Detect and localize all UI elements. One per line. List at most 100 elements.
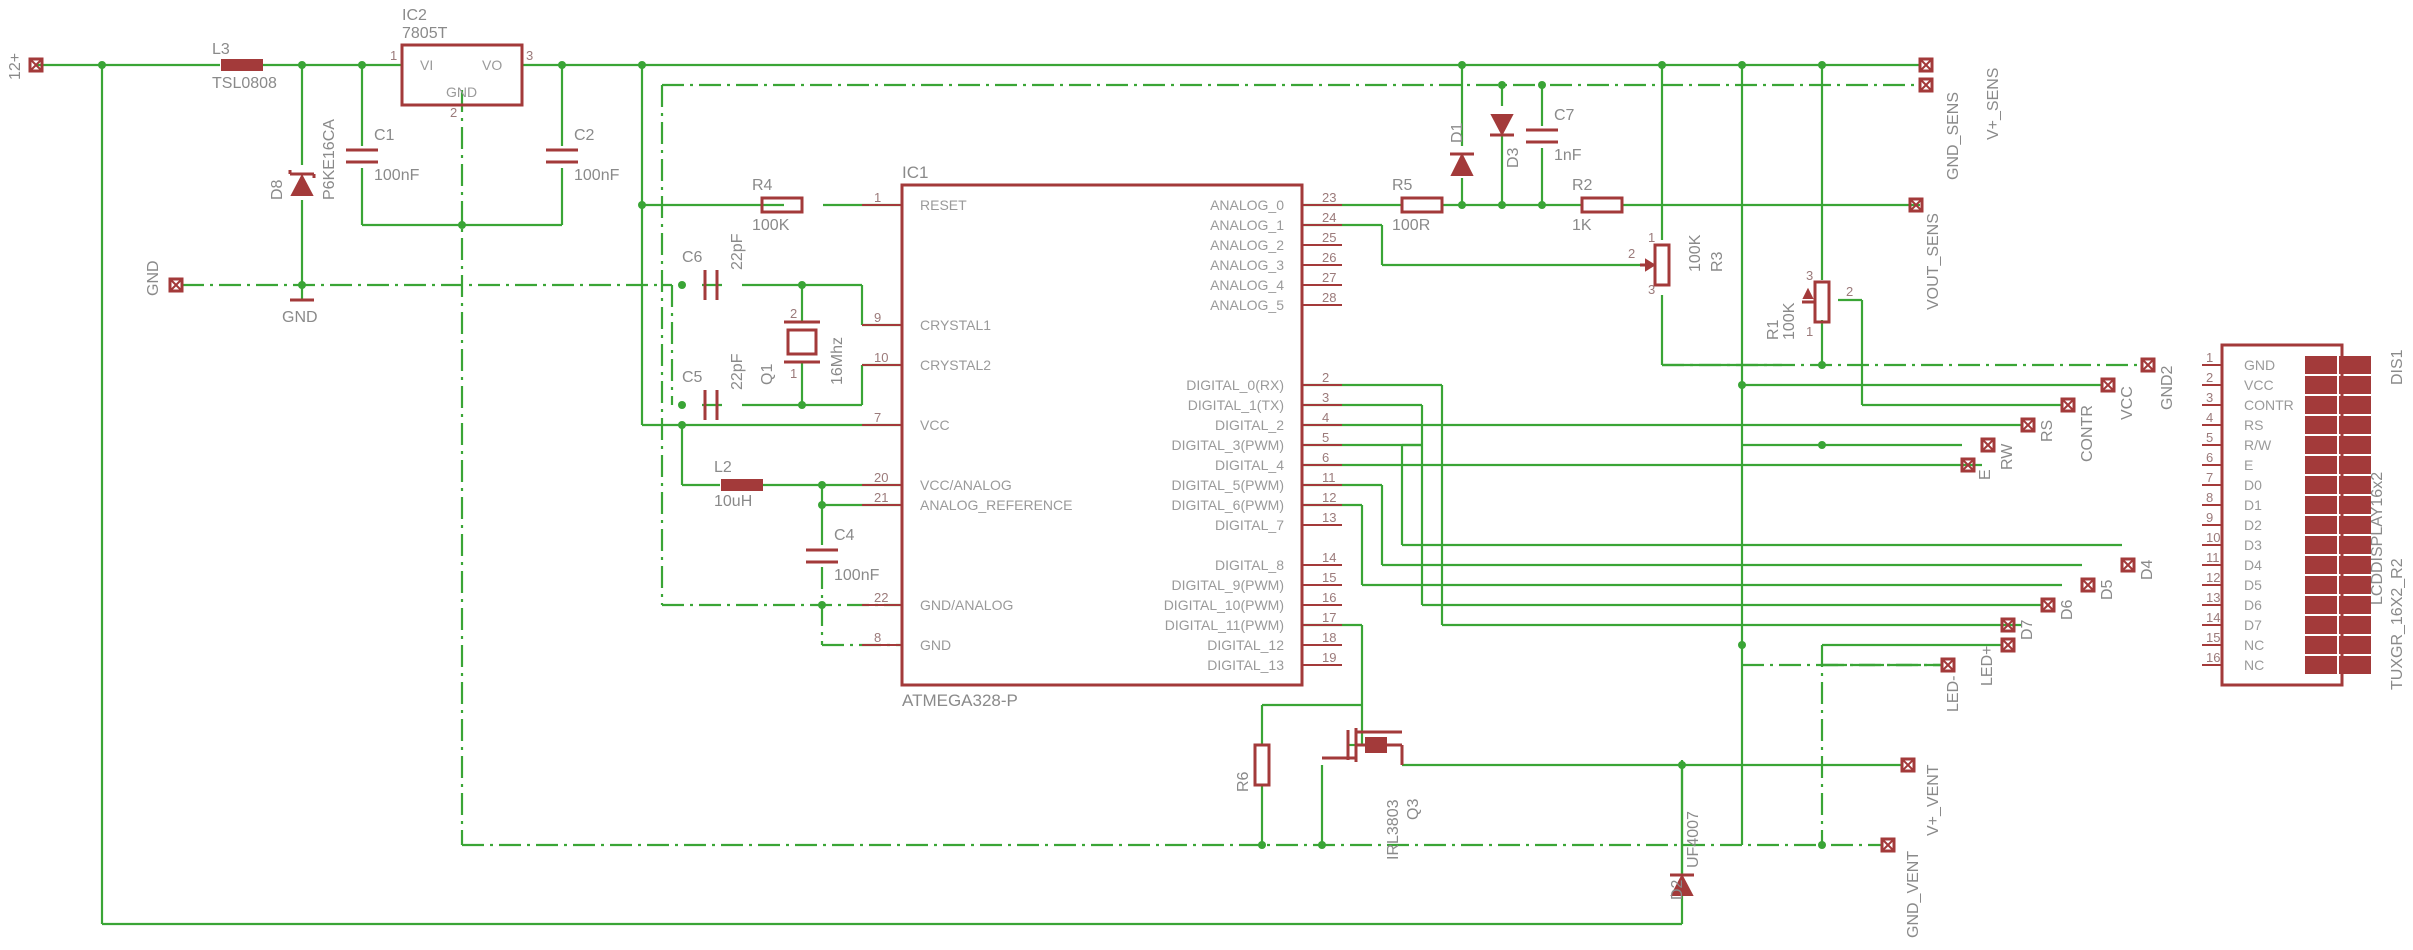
ic1-pin-label: VCC xyxy=(920,417,950,433)
capacitor-c2[interactable]: C2 100nF xyxy=(546,127,620,184)
svg-text:1nF: 1nF xyxy=(1554,147,1582,164)
port-vcc[interactable]: VCC xyxy=(2100,377,2136,420)
resistor-r2[interactable]: R2 1K xyxy=(1572,177,1624,234)
lcd-pin-label: D0 xyxy=(2244,477,2262,493)
inductor-l2[interactable]: L2 10uH xyxy=(714,459,763,510)
port-e[interactable]: E xyxy=(1960,457,1994,480)
capacitor-c1[interactable]: C1 100nF xyxy=(346,127,420,184)
svg-text:R1: R1 xyxy=(1765,319,1782,340)
port-d7[interactable]: D7 xyxy=(2000,617,2036,640)
svg-text:DIS1: DIS1 xyxy=(2389,349,2406,385)
lcd-segment xyxy=(2339,396,2371,414)
lcd-pin-label: NC xyxy=(2244,637,2264,653)
capacitor-c6[interactable]: C6 22pF xyxy=(682,233,746,300)
ic1-pin-label: DIGITAL_7 xyxy=(1215,517,1284,533)
port-vout-sens[interactable]: VOUT_SENS xyxy=(1908,197,1942,310)
port-gnd-vent[interactable]: GND_VENT xyxy=(1880,837,1922,938)
port-rw[interactable]: RW xyxy=(1980,437,2016,470)
port-d4[interactable]: D4 xyxy=(2120,557,2156,580)
tvs-diode-d8[interactable]: D8 P6KE16CA xyxy=(269,119,338,200)
ic1-pin-number: 9 xyxy=(874,310,881,325)
port-contr[interactable]: CONTR xyxy=(2060,397,2096,462)
regulator-ic2[interactable]: VI VO GND 1 3 2 IC2 7805T xyxy=(390,7,533,120)
lcd-pin-number: 12 xyxy=(2206,570,2220,585)
lcd-pin-number: 10 xyxy=(2206,530,2220,545)
svg-text:CONTR: CONTR xyxy=(2079,405,2096,462)
svg-text:100R: 100R xyxy=(1392,217,1430,234)
ic1-pin-label: DIGITAL_5(PWM) xyxy=(1171,477,1284,493)
ic1-pin-number: 4 xyxy=(1322,410,1329,425)
lcd-segment xyxy=(2305,496,2337,514)
mosfet-q3[interactable]: IRL3803 Q3 xyxy=(1322,728,1422,860)
port-gnd[interactable]: GND xyxy=(145,260,184,296)
svg-text:D2: D2 xyxy=(1669,879,1686,900)
lcd-pin-number: 6 xyxy=(2206,450,2213,465)
svg-text:12+: 12+ xyxy=(7,53,24,80)
port-gnd-sens[interactable]: GND_SENS xyxy=(1918,77,1962,180)
resistor-r6[interactable]: R6 xyxy=(1235,743,1271,792)
diode-d2[interactable]: D2 UF4007 xyxy=(1669,811,1702,900)
lcd-pin-label: D5 xyxy=(2244,577,2262,593)
port-led-minus[interactable]: LED- xyxy=(1940,657,1962,712)
ic1-pin-label: DIGITAL_6(PWM) xyxy=(1171,497,1284,513)
lcd-pin-label: CONTR xyxy=(2244,397,2294,413)
ic1-pin-label: RESET xyxy=(920,197,967,213)
resistor-r4[interactable]: R4 100K xyxy=(752,177,804,234)
svg-text:R6: R6 xyxy=(1235,771,1252,792)
potentiometer-r1[interactable]: 3 1 2 R1 100K xyxy=(1765,268,1853,340)
ic1-pin-number: 23 xyxy=(1322,190,1336,205)
svg-text:R4: R4 xyxy=(752,177,773,194)
svg-text:2: 2 xyxy=(1628,246,1635,261)
port-v-vent[interactable]: V+_VENT xyxy=(1900,757,1942,836)
port-d5[interactable]: D5 xyxy=(2080,577,2116,600)
svg-text:RS: RS xyxy=(2039,420,2056,442)
lcd-segment xyxy=(2339,476,2371,494)
port-led-plus[interactable]: LED+ xyxy=(1979,637,2016,686)
lcd-segment xyxy=(2305,556,2337,574)
capacitor-c5[interactable]: C5 22pF xyxy=(682,353,746,420)
svg-text:100nF: 100nF xyxy=(574,167,620,184)
svg-text:GND_SENS: GND_SENS xyxy=(1945,92,1962,180)
lcd-segment xyxy=(2339,596,2371,614)
capacitor-c7[interactable]: C7 1nF xyxy=(1526,107,1582,164)
resistor-r5[interactable]: R5 100R xyxy=(1392,177,1444,234)
ic1-pin-number: 22 xyxy=(874,590,888,605)
ic1-pin-9: 9 CRYSTAL1 xyxy=(862,310,991,333)
svg-text:TUXGR_16X2_R2: TUXGR_16X2_R2 xyxy=(2389,558,2406,690)
ic1-pin-number: 7 xyxy=(874,410,881,425)
svg-text:D1: D1 xyxy=(1449,122,1466,143)
lcd-segment xyxy=(2339,456,2371,474)
crystal-q1[interactable]: 2 1 Q1 16Mhz xyxy=(759,306,846,385)
ic1-pin-label: CRYSTAL1 xyxy=(920,317,991,333)
port-rs[interactable]: RS xyxy=(2020,417,2056,442)
svg-text:VCC: VCC xyxy=(2119,386,2136,420)
diode-d3[interactable]: D3 xyxy=(1490,114,1522,168)
potentiometer-r3[interactable]: 2 1 3 100K R3 xyxy=(1628,230,1726,297)
ic1-pin-number: 19 xyxy=(1322,650,1336,665)
lcd-pin-number: 4 xyxy=(2206,410,2213,425)
svg-text:1: 1 xyxy=(1806,324,1813,339)
port-12v[interactable]: 12+ xyxy=(7,53,44,80)
lcd-pin-label: D3 xyxy=(2244,537,2262,553)
port-gnd2[interactable]: GND2 xyxy=(2140,357,2176,410)
port-d6[interactable]: D6 xyxy=(2040,597,2076,620)
ic1-pin-number: 1 xyxy=(874,190,881,205)
lcd-segment xyxy=(2305,576,2337,594)
ic1-pin-number: 27 xyxy=(1322,270,1336,285)
diode-d1[interactable]: D1 xyxy=(1449,122,1474,176)
capacitor-c4[interactable]: C4 100nF xyxy=(806,527,880,584)
inductor-l3[interactable]: L3 TSL0808 xyxy=(212,41,277,92)
port-v-sens[interactable]: V+_SENS xyxy=(1918,57,2002,140)
